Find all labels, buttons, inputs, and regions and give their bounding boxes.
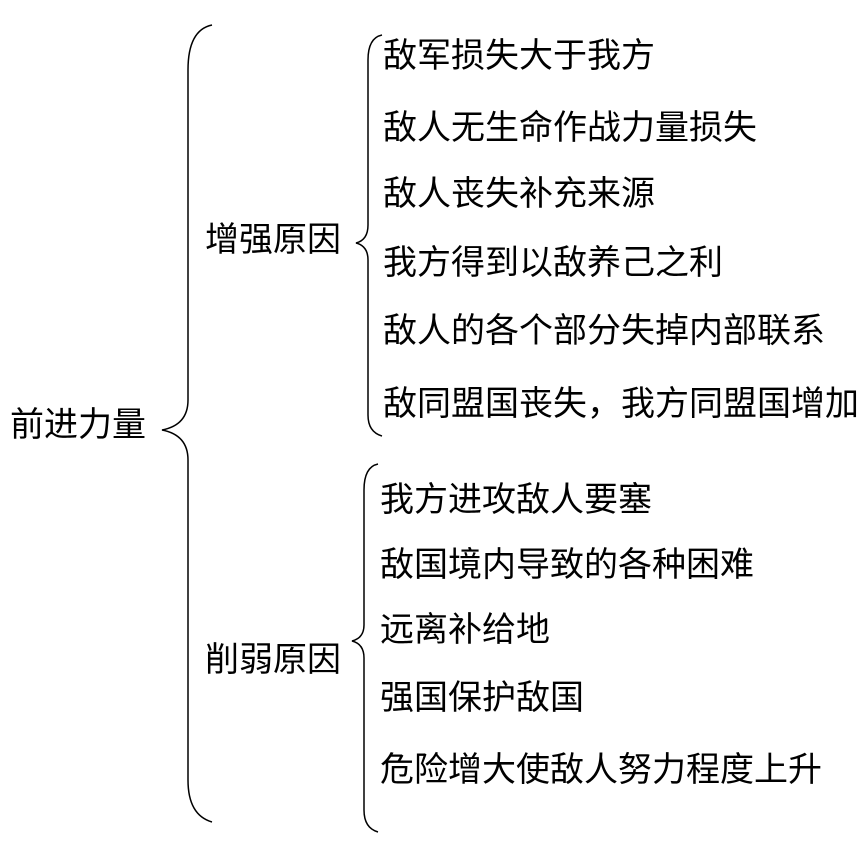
list-item: 强国保护敌国 <box>380 678 584 718</box>
branch-label-strengthen: 增强原因 <box>205 220 341 260</box>
list-item: 敌人丧失补充来源 <box>383 174 655 214</box>
list-item: 敌同盟国丧失，我方同盟国增加 <box>383 384 859 424</box>
list-item: 我方进攻敌人要塞 <box>380 480 652 520</box>
weaken-brace <box>351 463 379 833</box>
strengthen-brace <box>355 34 383 437</box>
list-item: 敌国境内导致的各种困难 <box>380 545 754 585</box>
list-item: 我方得到以敌养己之利 <box>383 243 723 283</box>
list-item: 敌人无生命作战力量损失 <box>383 108 757 148</box>
list-item: 远离补给地 <box>380 610 550 650</box>
root-brace <box>161 24 213 823</box>
list-item: 敌军损失大于我方 <box>383 36 655 76</box>
branch-label-weaken: 削弱原因 <box>205 640 341 680</box>
list-item: 敌人的各个部分失掉内部联系 <box>383 311 825 351</box>
list-item: 危险增大使敌人努力程度上升 <box>380 750 822 790</box>
root-label: 前进力量 <box>10 405 146 445</box>
